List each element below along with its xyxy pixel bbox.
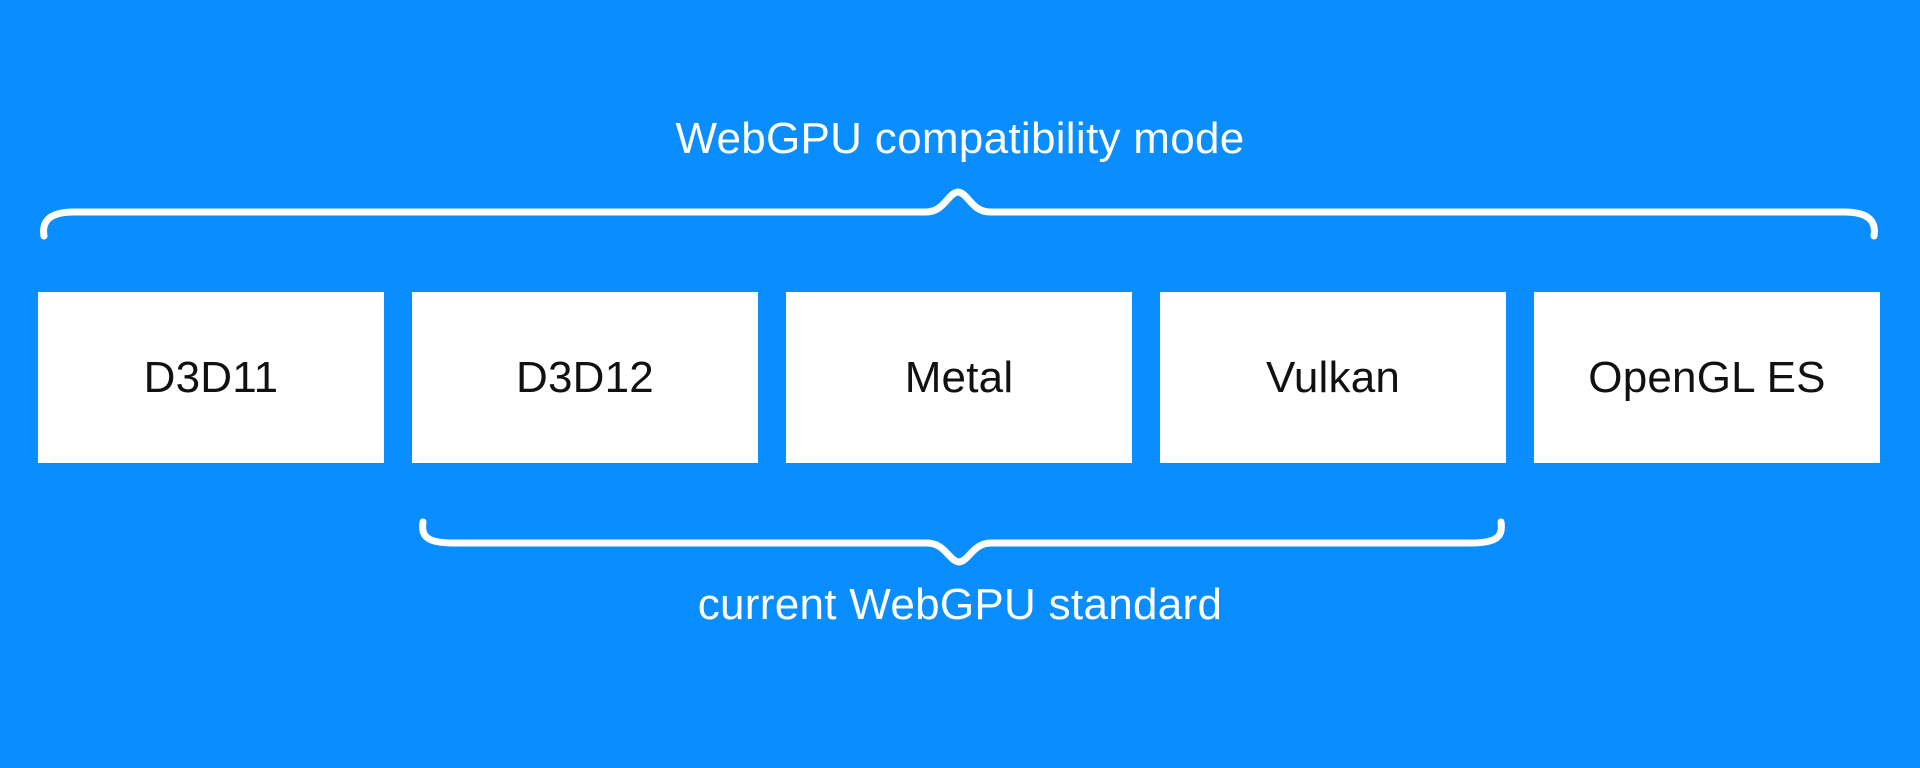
api-box-label: D3D12: [516, 352, 654, 402]
api-box-metal: Metal: [786, 292, 1132, 463]
api-box-label: OpenGL ES: [1588, 352, 1826, 402]
api-box-label: Vulkan: [1265, 352, 1401, 402]
api-box-label: Metal: [904, 352, 1014, 402]
api-box-label: D3D11: [143, 352, 279, 402]
api-box-d3d11: D3D11: [38, 292, 384, 463]
api-box-row: D3D11 D3D12 Metal Vulkan OpenGL ES: [38, 292, 1880, 463]
top-brace-icon: [40, 188, 1878, 240]
compatibility-mode-label: WebGPU compatibility mode: [675, 114, 1245, 163]
api-box-vulkan: Vulkan: [1160, 292, 1506, 463]
bottom-brace-icon: [419, 518, 1505, 566]
current-standard-label: current WebGPU standard: [697, 580, 1223, 629]
api-box-d3d12: D3D12: [412, 292, 758, 463]
api-box-opengl-es: OpenGL ES: [1534, 292, 1880, 463]
